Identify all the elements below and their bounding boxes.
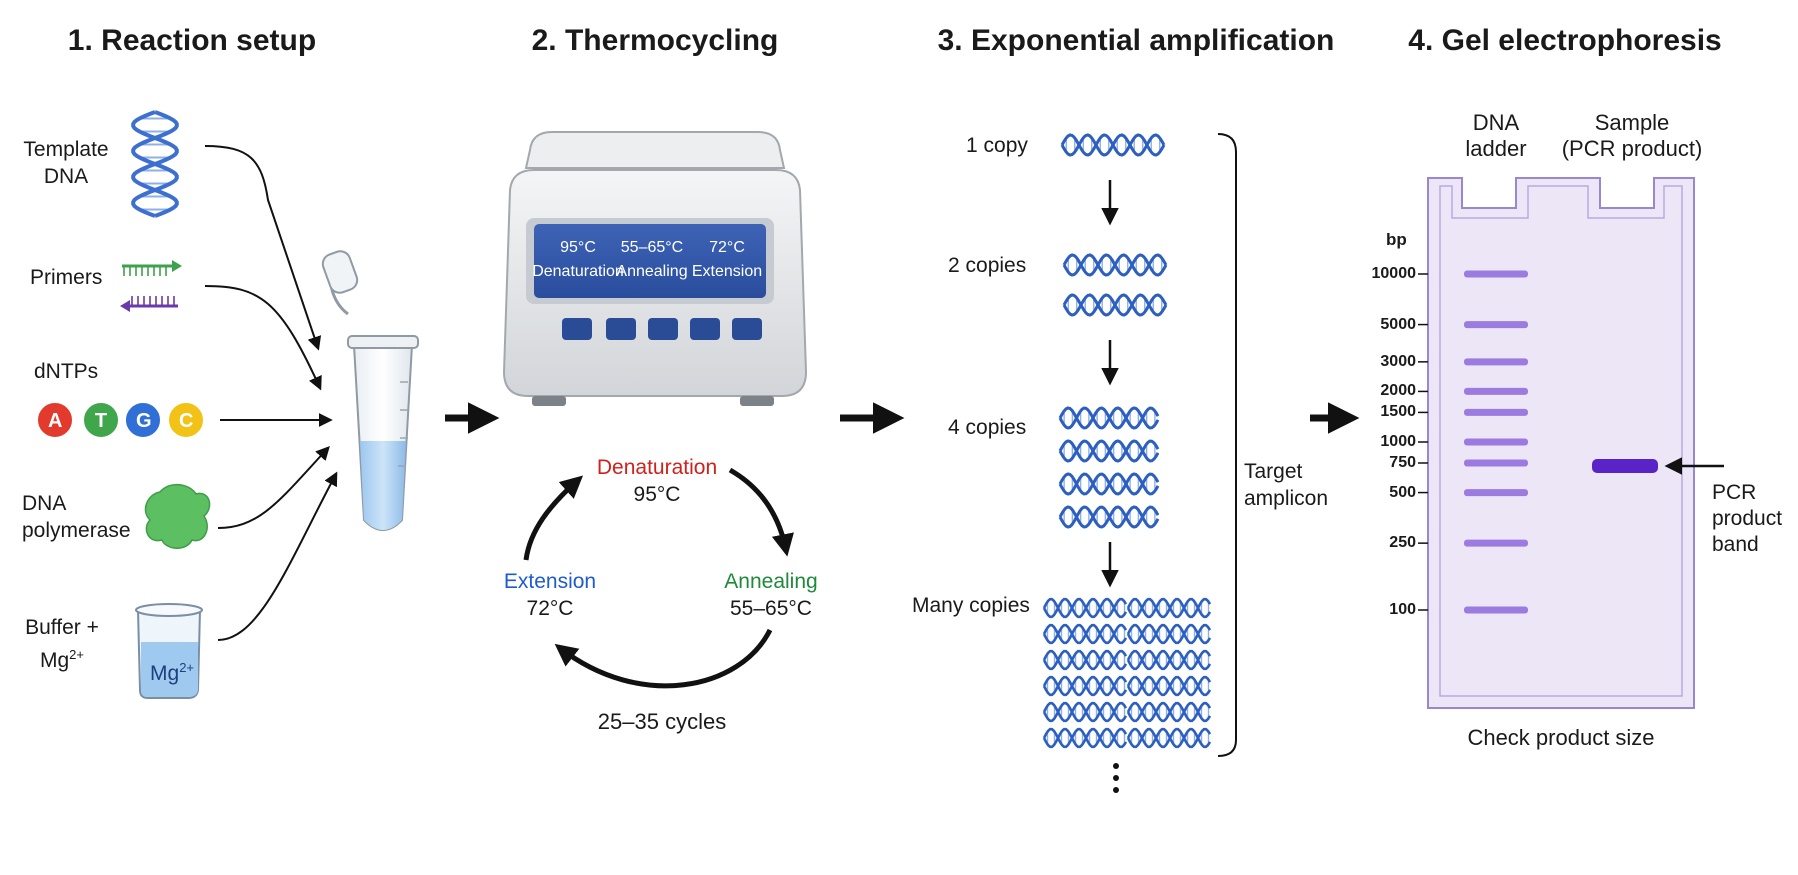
ladder-band [1464,489,1528,497]
amplification-strands [1042,133,1212,749]
stage-label-4: 4 copies [948,416,1027,439]
primer-forward-icon [122,260,182,276]
input-arrows [204,145,338,641]
primer-reverse-icon [120,296,178,312]
dntp-a-icon [36,401,74,439]
template-dna-icon [131,110,179,218]
cycle-count: 25–35 cycles [597,709,727,734]
dntp-g-icon [124,401,162,439]
thermocycler-icon [502,131,808,406]
ladder-band [1464,270,1528,278]
amplicon-bracket [1217,133,1237,757]
ladder-band [1464,408,1528,416]
dntp-t-icon [82,401,120,439]
bp-label: bp [1386,230,1407,249]
polymerase-icon [144,483,211,549]
ladder-band [1464,387,1528,395]
dntp-g-label: G [136,410,152,432]
ladder-band [1464,539,1528,547]
dntp-c-icon [167,401,205,439]
ladder-size-label: 500 [1389,483,1416,501]
ladder-size-label: 750 [1389,453,1416,471]
ladder-size-label: 3000 [1380,352,1416,370]
panel-title-setup: 1. Reaction setup [67,24,317,57]
ladder-band [1464,438,1528,446]
beaker-icon [135,603,203,699]
lane-label-sample: Sample(PCR product) [1561,110,1703,161]
ladder-size-label: 5000 [1380,315,1416,333]
ladder-band [1464,321,1528,329]
ladder-size-label: 10000 [1371,265,1417,282]
continuation-dots [1113,763,1119,793]
dntp-a-label: A [48,410,63,432]
ladder-size-label: 100 [1389,601,1416,618]
beaker-label: Mg2+ [150,660,195,685]
gel-caption: Check product size [1467,725,1655,750]
dntp-c-label: C [179,410,194,432]
ladder-size-label: 1500 [1380,403,1416,421]
pcr-product-band [1592,459,1658,473]
panel-title-thermocycling: 2. Thermocycling [531,24,779,57]
pcr-tube-icon [321,250,419,531]
label-buffer: Buffer +Mg2+ [25,616,99,672]
stage-label-1: 1 copy [966,134,1028,157]
stage-label-many: Many copies [912,594,1030,617]
ladder-size-label: 2000 [1380,382,1416,400]
label-dntps: dNTPs [34,360,99,383]
panel-title-amplification: 3. Exponential amplification [937,24,1335,57]
panel-title-gel: 4. Gel electrophoresis [1408,24,1722,57]
ladder-band [1464,358,1528,366]
dntp-t-label: T [94,410,108,432]
ladder-band [1464,606,1528,614]
ladder-size-label: 250 [1389,534,1416,552]
ladder-size-label: 1000 [1380,433,1416,450]
ladder-bands [1418,270,1528,614]
ladder-band [1464,459,1528,467]
dntp-group [36,401,205,439]
stage-label-2: 2 copies [948,254,1027,277]
label-primers: Primers [30,266,103,289]
gel-slab [1427,177,1695,709]
cycle-arrows [523,467,794,689]
